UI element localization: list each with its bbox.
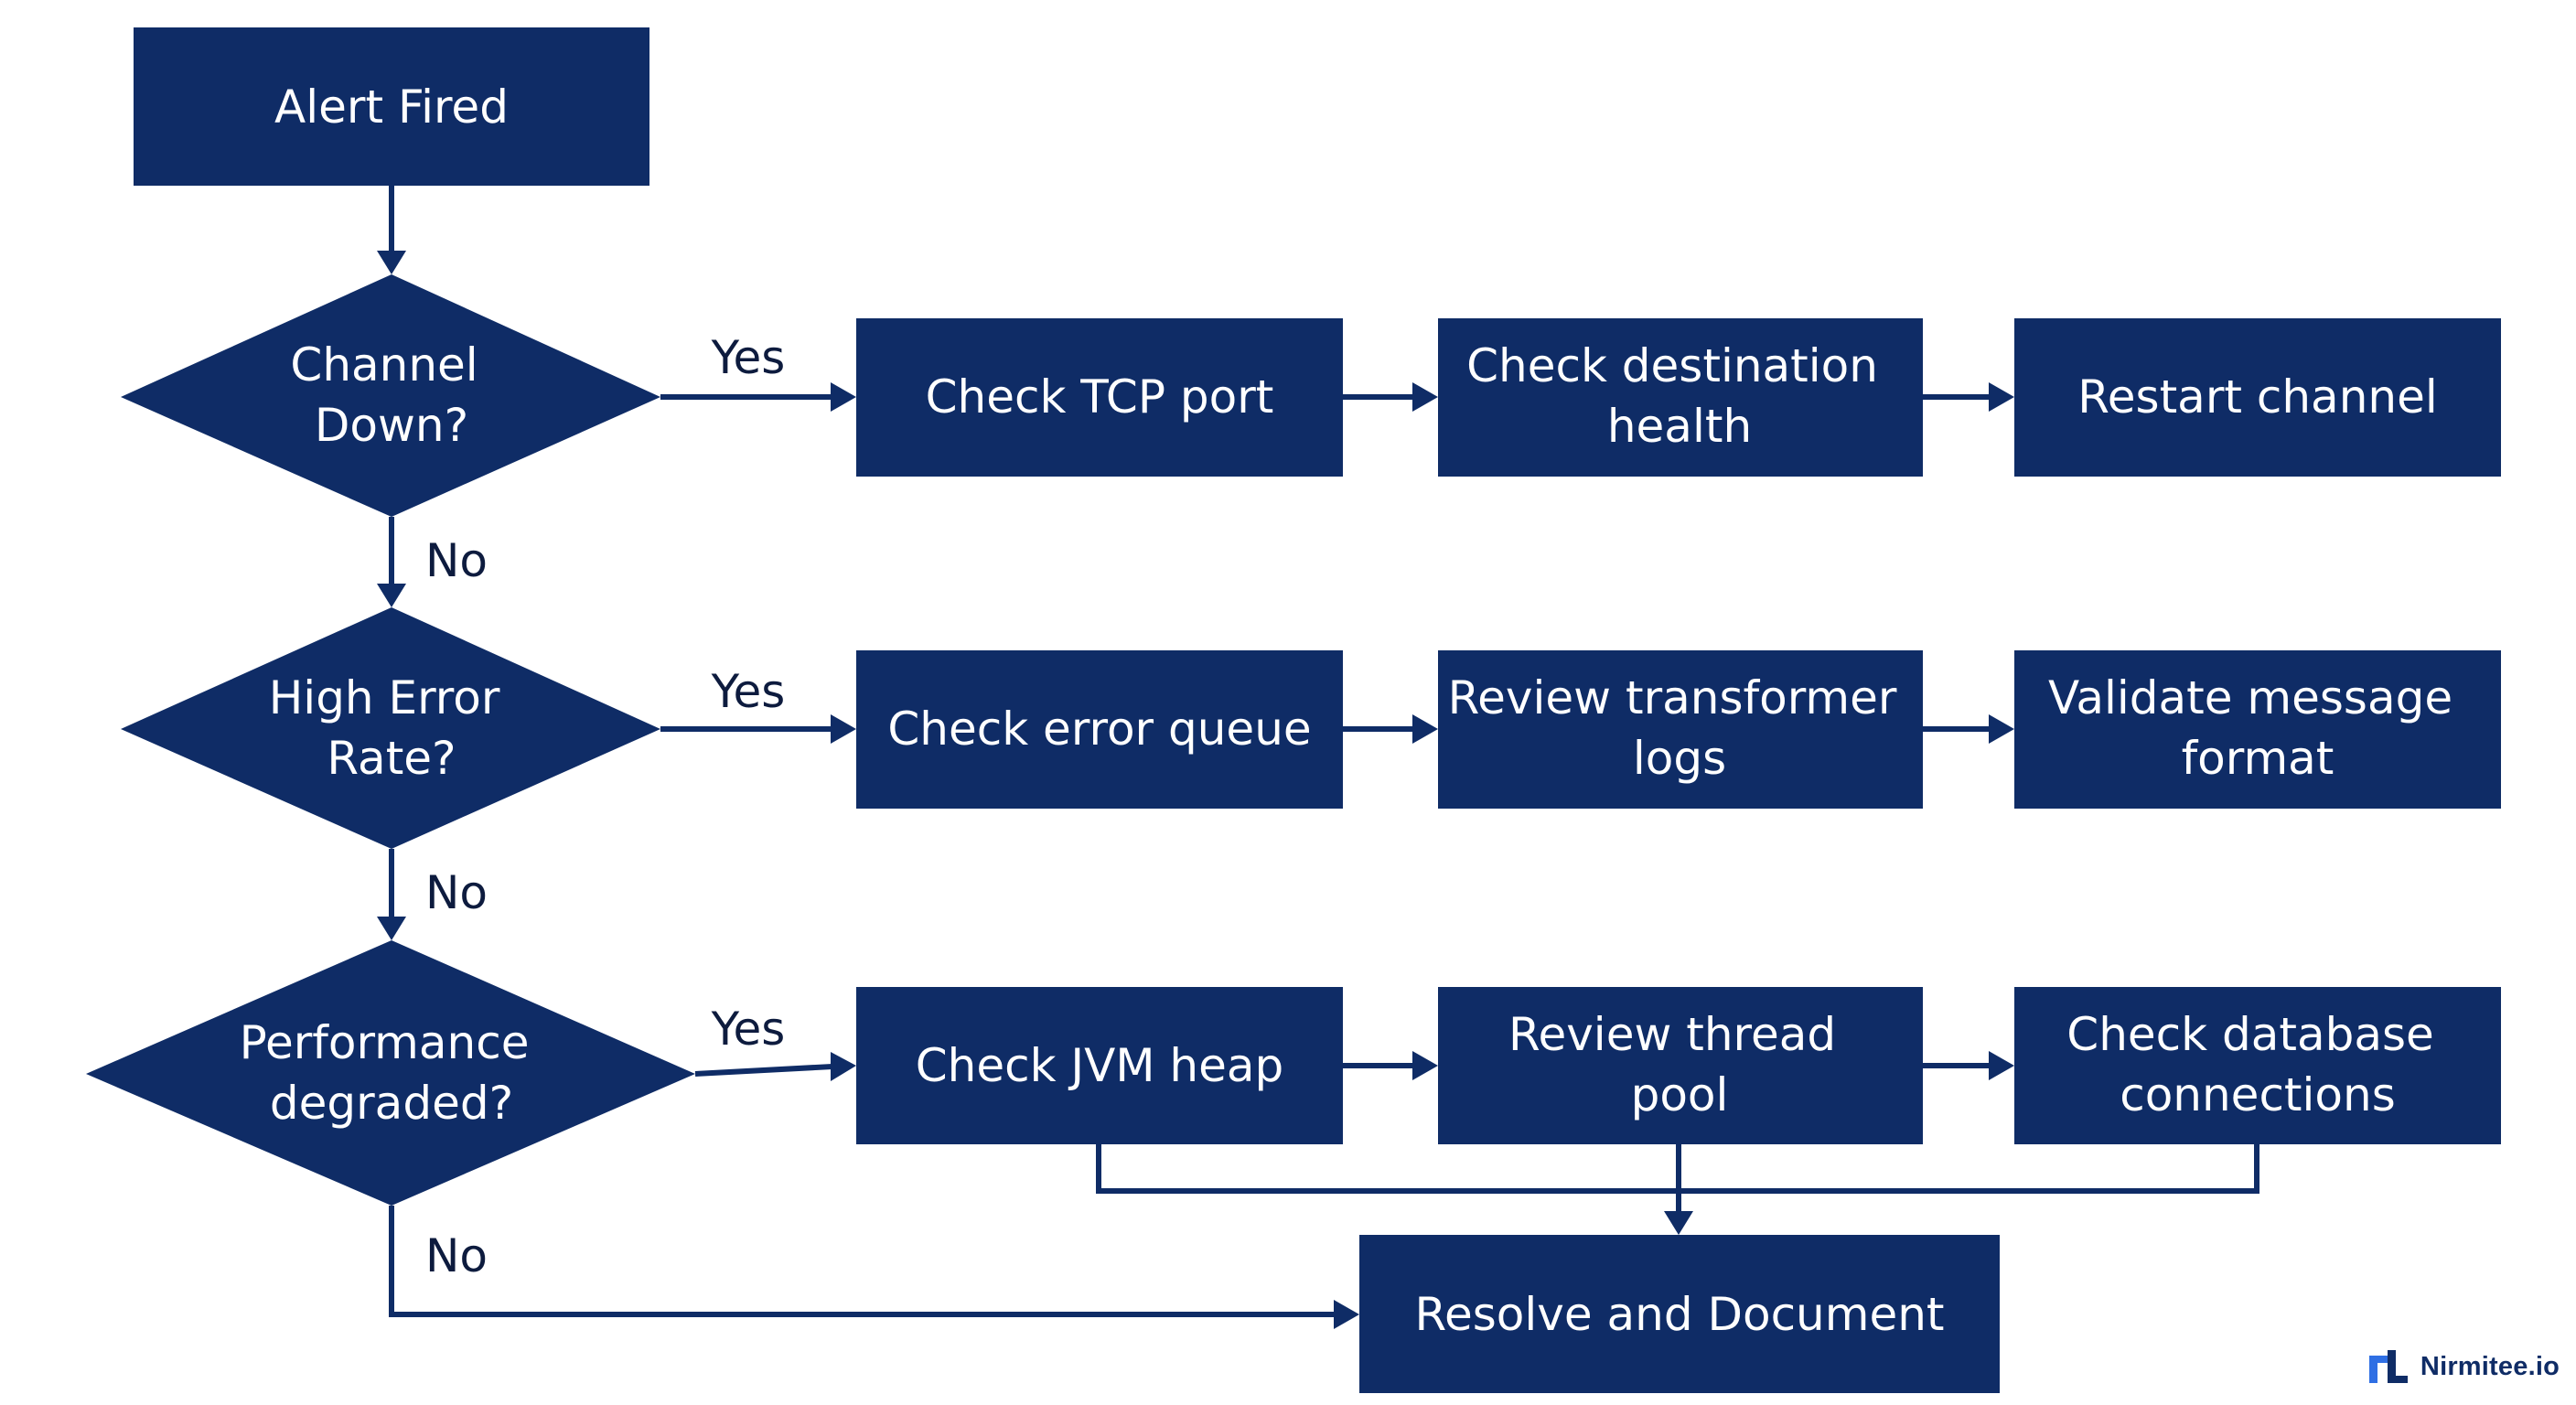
arrowhead-icon <box>831 714 856 744</box>
arrowhead-icon <box>1412 714 1438 744</box>
edge-label-channel-down-no: No <box>425 534 488 587</box>
edge-label-high-error-yes: Yes <box>711 665 786 718</box>
node-review-thread-pool-line1: Review thread <box>1508 1008 1836 1061</box>
node-check-database-connections: Check database connections <box>2014 987 2501 1144</box>
node-validate-message-format-shape <box>2014 650 2501 809</box>
node-restart-channel-shape <box>2014 318 2501 477</box>
node-review-transformer-logs-line2: logs <box>1633 732 1726 785</box>
node-validate-message-format-line1: Validate message <box>2048 671 2453 724</box>
node-validate-message-format-label: Validate message format <box>2048 671 2467 785</box>
arrowhead-icon <box>1412 1051 1438 1080</box>
node-alert-fired-label: Alert Fired <box>274 80 509 134</box>
arrowhead-icon <box>1334 1300 1359 1329</box>
node-review-transformer-logs: Review transformer logs <box>1438 650 1923 809</box>
edge-performance-yes <box>694 1064 833 1077</box>
node-performance-degraded-shape <box>86 940 695 1206</box>
arrowhead-icon <box>1664 1211 1693 1235</box>
node-check-database-connections-shape <box>2014 987 2501 1144</box>
edge-label-channel-down-yes: Yes <box>711 331 786 384</box>
node-review-thread-pool-line2: pool <box>1631 1068 1729 1121</box>
edge-label-performance-no: No <box>425 1229 488 1282</box>
node-check-error-queue-shape <box>856 650 1343 809</box>
node-check-database-connections-line1: Check database <box>2066 1008 2434 1061</box>
node-resolve-and-document-label: Resolve and Document <box>1414 1288 1944 1341</box>
node-channel-down-line2: Down? <box>315 399 468 452</box>
node-review-thread-pool-label: Review thread pool <box>1508 1008 1851 1121</box>
node-high-error-rate-line1: High Error <box>269 671 500 724</box>
node-check-jvm-heap-shape <box>856 987 1343 1144</box>
node-channel-down: Channel Down? <box>121 274 660 517</box>
node-review-thread-pool-shape <box>1438 987 1923 1144</box>
node-performance-degraded-line1: Performance <box>240 1016 530 1069</box>
node-restart-channel: Restart channel <box>2014 318 2501 477</box>
node-resolve-and-document-shape <box>1359 1235 2000 1393</box>
node-check-database-connections-line2: connections <box>2120 1068 2396 1121</box>
edge-label-high-error-no: No <box>425 866 488 919</box>
node-check-destination-health-line1: Check destination <box>1466 339 1878 392</box>
node-review-thread-pool: Review thread pool <box>1438 987 1923 1144</box>
node-check-error-queue: Check error queue <box>856 650 1343 809</box>
node-check-destination-health: Check destination health <box>1438 318 1923 477</box>
node-channel-down-line1: Channel <box>290 338 478 391</box>
node-resolve-and-document: Resolve and Document <box>1359 1235 2000 1393</box>
node-performance-degraded-label: Performance degraded? <box>240 1016 544 1130</box>
node-high-error-rate-shape <box>121 607 660 849</box>
node-high-error-rate-line2: Rate? <box>327 732 456 785</box>
arrowhead-icon <box>1989 714 2014 744</box>
node-validate-message-format: Validate message format <box>2014 650 2501 809</box>
arrowhead-icon <box>377 251 406 274</box>
node-check-destination-health-shape <box>1438 318 1923 477</box>
node-check-tcp-port: Check TCP port <box>856 318 1343 477</box>
brand-watermark: Nirmitee.io <box>2368 1348 2560 1385</box>
node-check-tcp-port-shape <box>856 318 1343 477</box>
node-alert-fired: Alert Fired <box>134 27 649 186</box>
node-channel-down-label: Channel Down? <box>290 338 492 452</box>
nirmitee-logo-icon <box>2368 1350 2408 1383</box>
arrowhead-icon <box>1989 382 2014 412</box>
flowchart-edges <box>377 186 2259 1329</box>
node-channel-down-shape <box>121 274 660 517</box>
node-check-error-queue-label: Check error queue <box>887 702 1311 756</box>
edge-performance-no <box>389 1206 1336 1317</box>
node-review-transformer-logs-line1: Review transformer <box>1448 671 1897 724</box>
node-high-error-rate: High Error Rate? <box>121 607 660 849</box>
node-validate-message-format-line2: format <box>2182 732 2334 785</box>
node-check-destination-health-line2: health <box>1607 400 1752 453</box>
node-check-database-connections-label: Check database connections <box>2066 1008 2448 1121</box>
arrowhead-icon <box>377 584 406 607</box>
arrowhead-icon <box>1412 382 1438 412</box>
node-check-destination-health-label: Check destination health <box>1466 339 1893 453</box>
edge-label-performance-yes: Yes <box>711 1003 786 1056</box>
node-performance-degraded: Performance degraded? <box>86 940 695 1206</box>
node-high-error-rate-label: High Error Rate? <box>269 671 515 785</box>
arrowhead-icon <box>831 382 856 412</box>
brand-name: Nirmitee.io <box>2420 1351 2560 1381</box>
node-restart-channel-label: Restart channel <box>2077 370 2437 424</box>
node-review-transformer-logs-shape <box>1438 650 1923 809</box>
node-check-jvm-heap: Check JVM heap <box>856 987 1343 1144</box>
node-check-tcp-port-label: Check TCP port <box>926 370 1274 424</box>
edge-labels: Yes No Yes No Yes No <box>425 331 785 1282</box>
node-check-jvm-heap-label: Check JVM heap <box>916 1039 1284 1092</box>
node-performance-degraded-line2: degraded? <box>270 1077 513 1130</box>
arrowhead-icon <box>1989 1051 2014 1080</box>
arrowhead-icon <box>831 1052 856 1081</box>
arrowhead-icon <box>377 917 406 940</box>
node-alert-fired-shape <box>134 27 649 186</box>
node-review-transformer-logs-label: Review transformer logs <box>1448 671 1912 785</box>
